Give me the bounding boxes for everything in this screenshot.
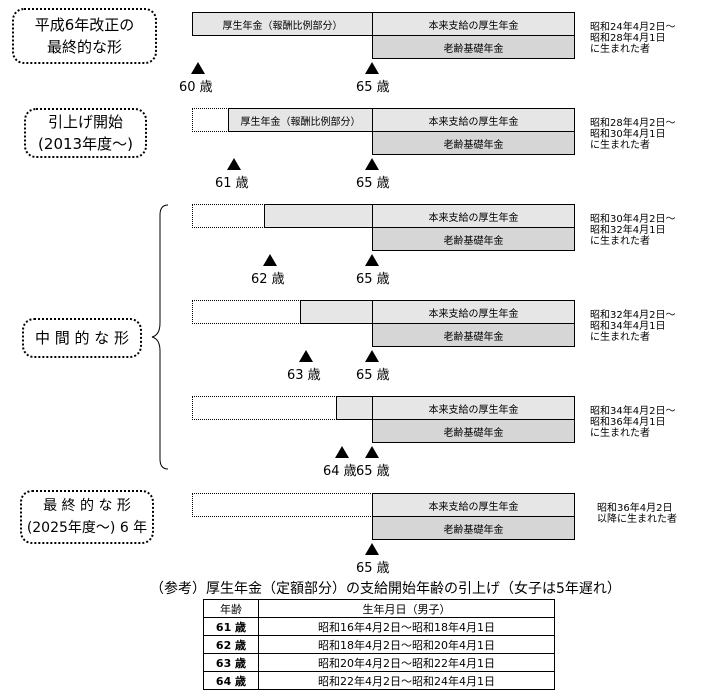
- table-row: 64 歳昭和22年4月2日～昭和24年4月1日: [203, 671, 555, 690]
- kosei-hirei-bar: [336, 396, 373, 420]
- end-age-label: 65 歳: [356, 368, 390, 383]
- honrai-kosei-bar: 本来支給の厚生年金: [372, 493, 575, 517]
- age-cell: 64 歳: [203, 671, 259, 690]
- start-age-label: 60 歳: [179, 80, 213, 95]
- triangle-marker-icon: [263, 254, 277, 266]
- birthdate-range-note: 昭和36年4月2日 以降に生まれた者: [597, 503, 677, 525]
- start-age-label: 64 歳: [323, 464, 357, 479]
- reference-title: （参考）厚生年金（定額部分）の支給開始年齢の引上げ（女子は5年遅れ）: [150, 581, 621, 597]
- triangle-marker-icon: [365, 543, 379, 555]
- end-age-label: 65 歳: [356, 272, 390, 287]
- table-row: 61 歳昭和16年4月2日～昭和18年4月1日: [203, 617, 555, 636]
- label-line: 平成6年改正の: [34, 16, 135, 34]
- unpaid-period-box: [192, 108, 229, 132]
- rorei-kiso-bar: 老齢基礎年金: [372, 516, 575, 540]
- end-age-label: 65 歳: [356, 176, 390, 191]
- birthdate-range-note: 昭和32年4月2日～ 昭和34年4月1日 に生まれた者: [590, 310, 676, 343]
- table-header-row: 年齢 生年月日（男子）: [203, 599, 555, 618]
- honrai-kosei-bar: 本来支給の厚生年金: [372, 108, 575, 132]
- curly-brace: [151, 204, 169, 470]
- triangle-marker-icon: [365, 350, 379, 362]
- label-box-start-2013: 引上げ開始 (2013年度～): [24, 108, 147, 158]
- label-line: (2013年度～): [38, 135, 133, 153]
- reference-table: 年齢 生年月日（男子） 61 歳昭和16年4月2日～昭和18年4月1日 62 歳…: [203, 599, 555, 690]
- end-age-label: 65 歳: [356, 464, 390, 479]
- kosei-hirei-bar: [300, 300, 373, 324]
- birthdate-range-note: 昭和24年4月2日～ 昭和28年4月1日 に生まれた者: [590, 22, 676, 55]
- birthdate-range-note: 昭和34年4月2日～ 昭和36年4月1日 に生まれた者: [590, 406, 676, 439]
- honrai-kosei-bar: 本来支給の厚生年金: [372, 12, 575, 36]
- table-row: 62 歳昭和18年4月2日～昭和20年4月1日: [203, 635, 555, 654]
- kosei-hirei-bar: 厚生年金（報酬比例部分）: [192, 12, 373, 36]
- unpaid-period-box: [192, 396, 337, 420]
- header-birthdate: 生年月日（男子）: [258, 599, 555, 618]
- triangle-marker-icon: [365, 446, 379, 458]
- unpaid-period-box: [192, 300, 301, 324]
- table-row: 63 歳昭和20年4月2日～昭和22年4月1日: [203, 653, 555, 672]
- label-line: 中 間 的 な 形: [34, 329, 130, 347]
- label-line: 引上げ開始: [47, 113, 123, 131]
- birthdate-range-note: 昭和30年4月2日～ 昭和32年4月1日 に生まれた者: [590, 214, 676, 247]
- rorei-kiso-bar: 老齢基礎年金: [372, 227, 575, 251]
- triangle-marker-icon: [365, 62, 379, 74]
- label-line: (2025年度～) 6 年: [26, 520, 148, 536]
- label-box-intermediate: 中 間 的 な 形: [22, 318, 142, 358]
- age-cell: 61 歳: [203, 617, 259, 636]
- rorei-kiso-bar: 老齢基礎年金: [372, 131, 575, 155]
- start-age-label: 62 歳: [251, 272, 285, 287]
- birthdate-cell: 昭和16年4月2日～昭和18年4月1日: [258, 617, 555, 636]
- start-age-label: 61 歳: [215, 176, 249, 191]
- age-cell: 62 歳: [203, 635, 259, 654]
- triangle-marker-icon: [335, 446, 349, 458]
- label-box-heisei6-final: 平成6年改正の 最終的な形: [12, 8, 157, 64]
- triangle-marker-icon: [365, 254, 379, 266]
- birthdate-range-note: 昭和28年4月2日～ 昭和30年4月1日 に生まれた者: [590, 118, 676, 151]
- rorei-kiso-bar: 老齢基礎年金: [372, 35, 575, 59]
- kosei-hirei-bar: [264, 204, 373, 228]
- start-age-label: 63 歳: [287, 368, 321, 383]
- unpaid-period-box: [192, 493, 373, 517]
- rorei-kiso-bar: 老齢基礎年金: [372, 419, 575, 443]
- rorei-kiso-bar: 老齢基礎年金: [372, 323, 575, 347]
- triangle-marker-icon: [191, 62, 205, 74]
- label-line: 最 終 的 な 形: [43, 498, 131, 514]
- birthdate-cell: 昭和22年4月2日～昭和24年4月1日: [258, 671, 555, 690]
- honrai-kosei-bar: 本来支給の厚生年金: [372, 300, 575, 324]
- triangle-marker-icon: [227, 158, 241, 170]
- honrai-kosei-bar: 本来支給の厚生年金: [372, 204, 575, 228]
- triangle-marker-icon: [299, 350, 313, 362]
- label-box-final-2025: 最 終 的 な 形 (2025年度～) 6 年: [20, 490, 154, 544]
- triangle-marker-icon: [365, 158, 379, 170]
- birthdate-cell: 昭和20年4月2日～昭和22年4月1日: [258, 653, 555, 672]
- end-age-label: 65 歳: [356, 80, 390, 95]
- label-line: 最終的な形: [46, 38, 122, 56]
- header-age: 年齢: [203, 599, 259, 618]
- honrai-kosei-bar: 本来支給の厚生年金: [372, 396, 575, 420]
- age-cell: 63 歳: [203, 653, 259, 672]
- kosei-hirei-bar: 厚生年金（報酬比例部分）: [228, 108, 373, 132]
- end-age-label: 65 歳: [356, 561, 390, 576]
- unpaid-period-box: [192, 204, 265, 228]
- birthdate-cell: 昭和18年4月2日～昭和20年4月1日: [258, 635, 555, 654]
